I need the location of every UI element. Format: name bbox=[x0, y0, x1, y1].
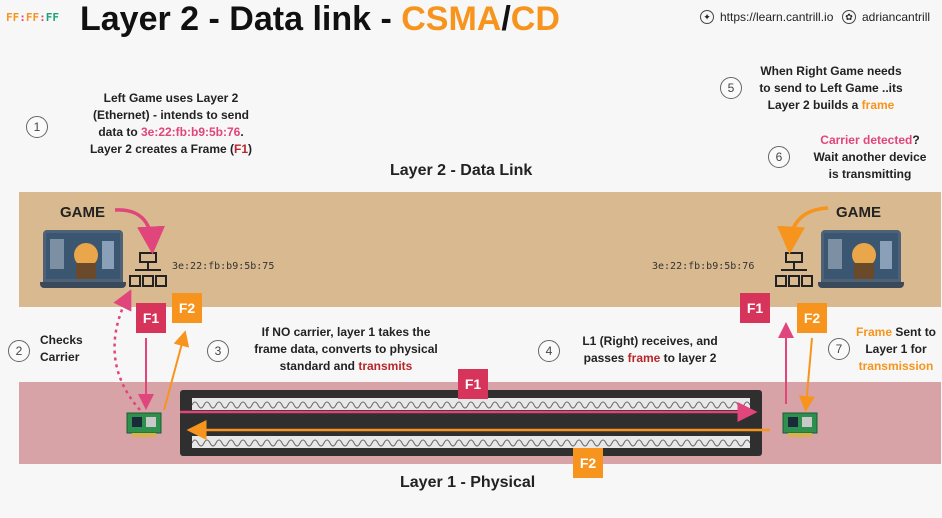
step-1-line4-pre: Layer 2 creates a Frame ( bbox=[89, 142, 235, 156]
title-csma: CSMA bbox=[401, 0, 502, 38]
step-1-num: 1 bbox=[33, 120, 41, 134]
step-3-note: If NO carrier, layer 1 takes the frame d… bbox=[240, 324, 452, 375]
logo: FF:FF:FF bbox=[6, 11, 59, 24]
title-cd: CD bbox=[510, 0, 560, 38]
cable-f1-label: F1 bbox=[464, 376, 482, 392]
left-mac-address: 3e:22:fb:b9:5b:75 bbox=[172, 261, 275, 272]
website-link[interactable]: ✦ https://learn.cantrill.io bbox=[700, 10, 833, 24]
step-6-carrier-detected: Carrier detected bbox=[820, 133, 913, 147]
step-3-marker: 3 bbox=[207, 340, 229, 362]
left-layer2-stack-icon bbox=[129, 252, 167, 287]
left-laptop-icon bbox=[40, 230, 126, 288]
step-2-line2: Carrier bbox=[40, 350, 80, 364]
step-6-line2: Wait another device bbox=[813, 150, 927, 164]
left-f2-label: F2 bbox=[178, 300, 196, 316]
step-3-transmits: transmits bbox=[358, 359, 413, 373]
step-4-line2-pre: passes bbox=[583, 351, 628, 365]
carrier-check-arrow bbox=[113, 289, 141, 411]
step-1-note: Left Game uses Layer 2 (Ethernet) - inte… bbox=[66, 90, 276, 158]
step-1-mac: 3e:22:fb:b9:5b:76 bbox=[140, 125, 241, 139]
step-1-line2: (Ethernet) - intends to send bbox=[93, 108, 249, 122]
step-7-transmission: transmission bbox=[858, 359, 934, 373]
left-game-label: GAME bbox=[60, 204, 105, 221]
step-6-line3: is transmitting bbox=[828, 167, 912, 181]
right-laptop-icon bbox=[818, 230, 904, 288]
right-game-label: GAME bbox=[836, 204, 881, 221]
page-title: Layer 2 - Data link - CSMA/CD bbox=[80, 0, 560, 39]
cable-frame-f2: F2 bbox=[573, 448, 603, 478]
step-1-f1: F1 bbox=[234, 142, 249, 156]
step-2-num: 2 bbox=[15, 344, 23, 358]
title-slash: / bbox=[501, 0, 511, 38]
step-5-line3-pre: Layer 2 builds a bbox=[767, 98, 862, 112]
step-7-num: 7 bbox=[835, 342, 843, 356]
left-frame-f2: F2 bbox=[172, 293, 202, 323]
step-3-line1: If NO carrier, layer 1 takes the bbox=[261, 325, 431, 339]
layer1-title: Layer 1 - Physical bbox=[400, 474, 536, 491]
website-text[interactable]: https://learn.cantrill.io bbox=[720, 10, 834, 24]
step-2-note: Checks Carrier bbox=[40, 332, 83, 366]
signal-wave-bottom bbox=[192, 436, 750, 448]
step-1-line4-post: ) bbox=[248, 142, 253, 156]
step-4-note: L1 (Right) receives, and passes frame to… bbox=[570, 333, 730, 367]
left-up-arrow bbox=[163, 330, 190, 411]
right-f1-label: F1 bbox=[746, 300, 764, 316]
physical-cable bbox=[180, 390, 762, 456]
step-4-num: 4 bbox=[545, 344, 553, 358]
left-f1-label: F1 bbox=[142, 310, 160, 326]
step-3-line2: frame data, converts to physical bbox=[254, 342, 438, 356]
step-7-line1-post: Sent to bbox=[892, 325, 937, 339]
cable-frame-f1: F1 bbox=[458, 369, 488, 399]
step-7-note: Frame Sent to Layer 1 for transmission bbox=[852, 324, 940, 375]
right-nic-icon bbox=[782, 412, 818, 437]
compass-icon: ✦ bbox=[700, 10, 714, 24]
cable-f2-label: F2 bbox=[579, 455, 597, 471]
step-2-line1: Checks bbox=[40, 333, 83, 347]
step-1-line3-pre: data to bbox=[98, 125, 141, 139]
step-6-num: 6 bbox=[775, 150, 783, 164]
step-6-note: Carrier detected? Wait another device is… bbox=[800, 132, 940, 183]
step-5-frame-word: frame bbox=[861, 98, 895, 112]
handle-text[interactable]: adriancantrill bbox=[862, 10, 931, 24]
right-mac-address: 3e:22:fb:b9:5b:76 bbox=[652, 261, 755, 272]
twitter-link[interactable]: ✿ adriancantrill bbox=[842, 10, 930, 24]
right-down-arrow bbox=[798, 337, 815, 412]
step-1-line1: Left Game uses Layer 2 bbox=[103, 91, 239, 105]
step-2-marker: 2 bbox=[8, 340, 30, 362]
step-6-marker: 6 bbox=[768, 146, 790, 168]
step-7-line2: Layer 1 for bbox=[865, 342, 927, 356]
right-f2-label: F2 bbox=[803, 310, 821, 326]
step-7-marker: 7 bbox=[828, 338, 850, 360]
left-nic-icon bbox=[126, 412, 162, 437]
step-5-num: 5 bbox=[727, 81, 735, 95]
step-3-line3-pre: standard and bbox=[279, 359, 359, 373]
right-frame-f1: F1 bbox=[740, 293, 770, 323]
step-3-num: 3 bbox=[214, 344, 222, 358]
right-game-arrow bbox=[777, 206, 829, 255]
left-frame-f1: F1 bbox=[136, 303, 166, 333]
twitter-icon: ✿ bbox=[842, 10, 856, 24]
step-4-frame-word: frame bbox=[627, 351, 661, 365]
step-4-marker: 4 bbox=[538, 340, 560, 362]
signal-wave-top bbox=[192, 398, 750, 410]
step-6-line1-post: ? bbox=[912, 133, 920, 147]
step-1-line3-post: . bbox=[240, 125, 244, 139]
step-4-line2-post: to layer 2 bbox=[660, 351, 717, 365]
layer2-title: Layer 2 - Data Link bbox=[390, 162, 533, 179]
step-1-marker: 1 bbox=[26, 116, 48, 138]
step-5-line2: to send to Left Game ..its bbox=[759, 81, 903, 95]
step-7-frame-word: Frame bbox=[855, 325, 893, 339]
right-layer2-stack-icon bbox=[775, 252, 813, 287]
step-5-note: When Right Game needs to send to Left Ga… bbox=[746, 63, 916, 114]
step-5-line1: When Right Game needs bbox=[760, 64, 902, 78]
title-prefix: Layer 2 - Data link - bbox=[80, 0, 402, 38]
step-4-line1: L1 (Right) receives, and bbox=[582, 334, 718, 348]
step-5-marker: 5 bbox=[720, 77, 742, 99]
right-frame-f2: F2 bbox=[797, 303, 827, 333]
left-game-arrow bbox=[114, 208, 165, 255]
